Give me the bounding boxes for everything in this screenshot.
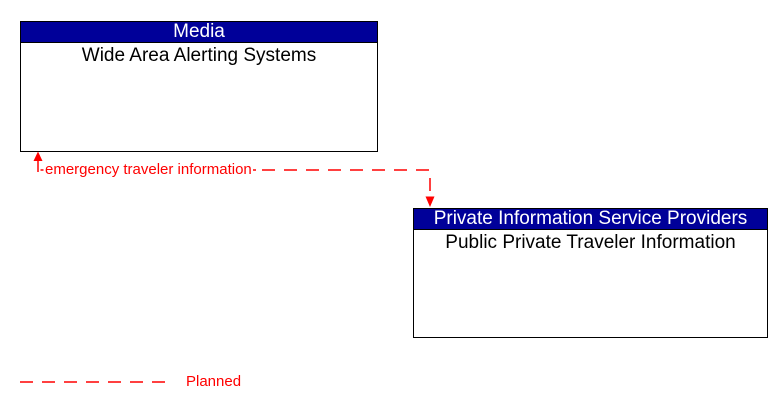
entity-body-media: Wide Area Alerting Systems (81, 45, 317, 66)
entity-header-media: Media (21, 22, 377, 43)
entity-box-private-information-service-providers[interactable]: Private Information Service Providers Pu… (413, 208, 768, 338)
legend-label: Planned (186, 373, 242, 390)
flow-arrowhead-up (33, 151, 43, 161)
entity-box-media[interactable]: Media Wide Area Alerting Systems (20, 21, 378, 152)
flow-dashed-line (262, 169, 431, 197)
flow-label[interactable]: emergency traveler information (44, 161, 253, 178)
entity-body-pisp: Public Private Traveler Information (445, 232, 736, 253)
flow-arrowhead-down (425, 196, 435, 207)
entity-header-pisp: Private Information Service Providers (414, 209, 767, 230)
